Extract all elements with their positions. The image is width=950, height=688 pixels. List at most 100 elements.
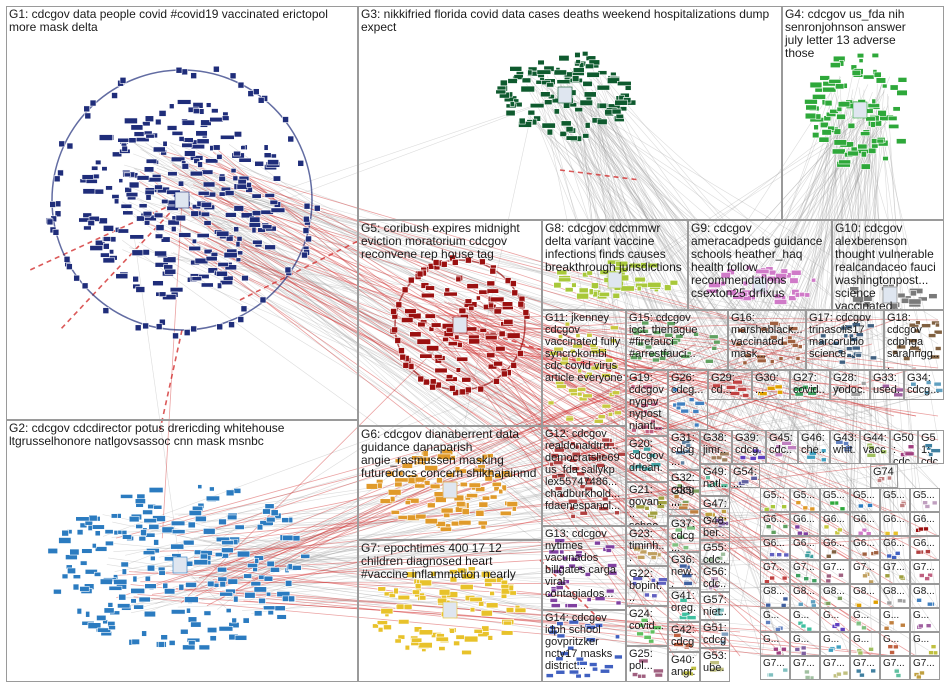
node-g2 [131,638,140,645]
node-g7 [430,571,437,577]
node-g1 [257,227,266,233]
node-small [765,524,772,529]
edge-gray [673,105,889,633]
node-small [809,506,816,512]
group-g35: G35: ... [668,480,700,516]
node-g12 [569,506,575,511]
edge-gray [198,487,697,579]
edge-gray [651,140,849,609]
node-g10 [863,301,871,308]
node-g2 [170,543,185,550]
node-g6 [440,507,454,514]
hub-node-g3 [557,86,573,104]
group-g45: G45: cdc... [766,430,798,464]
edge-gray [248,535,719,572]
node-g2 [76,608,82,615]
node-g25 [638,658,649,664]
small-group-label: G6... [793,514,815,525]
node-g13 [550,588,557,594]
group-label-g33: G33: used... [873,372,900,399]
ring-node-g5 [390,308,397,315]
ring-node-g1 [172,332,179,340]
ring-node-g5 [465,256,472,264]
node-small [803,576,810,582]
edge-gray [239,164,851,465]
group-label-g2: G2: cdcgov cdcdirector potus drericding … [9,421,285,448]
node-small [825,578,832,584]
node-g2 [188,510,202,516]
node-g1 [103,243,110,250]
node-g13 [548,549,560,555]
node-g1 [155,224,165,231]
node-g12 [587,456,599,461]
node-g6 [397,470,404,477]
small-group-label: G6... [763,538,785,549]
node-g1 [153,212,164,219]
node-g28 [850,392,861,397]
node-small [899,503,906,508]
node-g2 [274,605,286,612]
edge-gray [222,439,763,584]
edge-gray [592,68,741,417]
node-g5 [488,302,495,309]
node-g10 [897,292,906,299]
edge-gray [595,119,719,537]
node-g4 [865,116,876,122]
small-group-label: G6... [823,514,845,525]
edge-gray [549,81,895,345]
node-small [838,572,844,578]
node-g3 [579,99,593,106]
node-g15 [652,330,662,335]
node-g49 [720,483,729,488]
edge-red [243,600,697,633]
edge-gray [629,98,853,609]
small-group-label: G8... [853,586,875,597]
node-g4 [896,89,908,96]
edge-gray [202,226,939,441]
node-small [855,668,862,674]
group-g55: G55: cdc... [700,540,730,564]
edge-gray [133,439,741,580]
node-g4 [831,148,846,155]
node-g2 [190,621,202,628]
edge-gray [849,120,872,561]
node-g7 [397,594,411,601]
node-g13 [561,555,568,561]
node-g33 [893,392,904,398]
node-g31 [685,443,692,448]
node-g10 [908,298,922,305]
node-small [782,596,789,602]
edge-gray [190,215,763,657]
node-g24 [643,635,652,640]
edge-gray [761,129,832,609]
node-g1 [246,182,252,188]
node-g52 [720,640,726,645]
node-g2 [270,509,279,517]
node-g4 [804,99,818,105]
edge-gray [158,463,719,558]
node-g2 [186,607,191,614]
edge-gray [191,186,785,321]
node-g3 [553,108,560,115]
edge-gray [849,134,872,489]
small-group-cell: G5... [820,488,850,512]
node-g1 [249,216,261,223]
node-g1 [200,119,212,126]
ring-node-g1 [175,66,183,74]
node-g2 [206,627,218,634]
node-g9 [755,268,770,274]
edge-gray [122,240,631,609]
node-small [775,650,782,656]
node-g14 [585,637,596,642]
node-g12 [571,466,580,471]
small-group-label: G8... [823,586,845,597]
node-g23 [650,555,657,560]
group-g1: G1: cdcgov data people covid #covid19 va… [6,6,358,420]
edge-gray [217,152,697,561]
edge-red [194,367,653,598]
node-g2 [144,583,157,589]
node-g14 [579,661,588,666]
edge-red [226,239,807,417]
group-label-g9: G9: cdcgov ameracadpeds guidance schools… [691,221,823,300]
